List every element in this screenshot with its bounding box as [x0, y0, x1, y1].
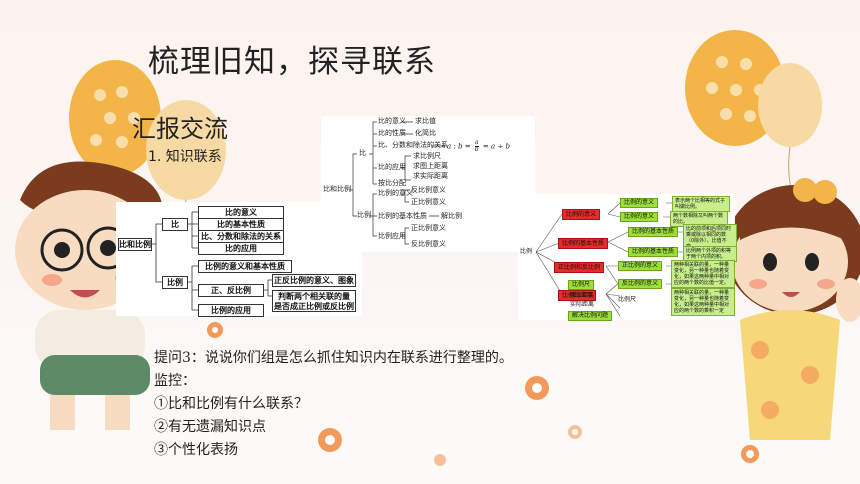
red-node: 比例的应用 [558, 290, 597, 301]
mind-map-node-line: 判断两个相关联的量 [278, 291, 350, 301]
formula-part: = a ÷ b [482, 142, 510, 151]
mind-map-node: 比 [162, 218, 188, 231]
mind-map-node: 求比值 [415, 117, 436, 125]
description-box: 两种相关联的量，一种量变化，另一种量也随着变化，如果这两种量中相对应的两个数的乘… [671, 288, 735, 316]
plain-node: 比例尺 [618, 296, 637, 303]
question-text: 提问3：说说你们组是怎么抓住知识内在联系进行整理的。 [154, 350, 513, 366]
mind-map-connectors [535, 202, 683, 317]
fraction: a b [474, 139, 479, 153]
ratio-formula: a : b = a b = a ÷ b [447, 140, 510, 153]
mind-map-node-line: 是否成正比例或反比例 [274, 301, 354, 311]
mind-map-node: 反比例意义 [411, 186, 446, 194]
mind-map-node: 比例的意义和基本性质 [198, 260, 292, 273]
formula-part: a : b = [447, 142, 471, 151]
description-box: 表示两个比相等的式子叫做比例。 [672, 196, 730, 212]
girl-illustration [725, 178, 860, 440]
mind-map-node: 比例的应用 [198, 304, 264, 317]
green-node: 比例的意义 [620, 212, 659, 222]
plain-node: 图上距离 [570, 292, 595, 299]
mind-map-root: 比和比例 [118, 238, 152, 251]
mind-map-node: 比例的基本性质 [378, 212, 427, 220]
mind-map-node: 求比例尺 [413, 152, 441, 160]
monitor-label: 监控： [154, 373, 196, 389]
plain-node: 实际距离 [570, 301, 595, 308]
mind-map-node: 比的应用 [198, 242, 284, 255]
mind-map-node: 正比例意义 [411, 198, 446, 206]
mind-map-card-1: 比和比例 比 比的意义 比的基本性质 比、分数和除法的关系 比的应用 比例 比例… [116, 202, 362, 317]
green-node: 比例的基本性质 [628, 247, 679, 257]
mind-map-node: 比 [359, 149, 366, 157]
balloon-icon [758, 63, 822, 201]
mind-map-node: 比例 [162, 276, 188, 289]
mind-map-root: 比例 [520, 248, 533, 255]
mind-map-node: 比的应用 [378, 163, 406, 171]
mind-map-root: 比和比例 [323, 185, 351, 193]
green-node: 比例的意义 [620, 198, 659, 208]
mind-map-node: 反比例意义 [411, 240, 446, 248]
mind-map-node: 化简比 [415, 129, 436, 137]
mind-map-node: 求实际距离 [413, 172, 448, 180]
mind-map-node: 比例 [357, 211, 371, 219]
red-node: 比例的意义 [562, 209, 601, 220]
green-node: 正比例的意义 [618, 261, 663, 271]
mind-map-node: 解比例 [441, 212, 462, 220]
green-node: 反比例的意义 [618, 279, 663, 289]
mind-map-node: 按比分配 [378, 179, 406, 187]
flower-icon [207, 322, 759, 466]
monitor-point: ①比和比例有什么联系？ [154, 396, 308, 412]
red-node: 比例的基本性质 [558, 238, 609, 249]
mind-map-connectors [349, 121, 445, 245]
red-node: 正比例和反比例 [554, 262, 605, 273]
section-label: 1. 知识联系 [148, 149, 222, 165]
fraction-denominator: b [474, 146, 479, 153]
mind-map-node: 判断两个相关联的量 是否成正比例或反比例 [272, 290, 356, 312]
mind-map-card-3: 比例 比例的意义 比例的基本性质 正比例和反比例 比例的应用 比例的意义 比例的… [518, 194, 737, 321]
green-node: 比例尺 [568, 280, 595, 290]
mind-map-node: 比、分数和除法的关系 [378, 141, 448, 149]
green-node: 解决比例问题 [568, 311, 613, 321]
slide-subtitle: 汇报交流 [132, 115, 228, 143]
mind-map-card-2: 比和比例 比 比的意义 求比值 比的性质 化简比 比、分数和除法的关系 a : … [321, 116, 535, 252]
mind-map-node: 比的意义 [378, 117, 406, 125]
monitor-point: ③个性化表扬 [154, 442, 238, 458]
mind-map-node: 正反比例的意义、图象 [272, 274, 356, 287]
mind-map-node: 比的性质 [378, 129, 406, 137]
mind-map-node: 比例应用 [378, 232, 406, 240]
mind-map-node: 求图上距离 [413, 162, 448, 170]
fraction-numerator: a [474, 139, 479, 147]
green-node: 比例的基本性质 [628, 227, 679, 237]
mind-map-node: 正、反比例 [198, 284, 264, 297]
monitor-point: ②有无遗漏知识点 [154, 419, 266, 435]
description-box: 两种相关联的量，一种量变化，另一种量也随着变化，如果这两种量中相对应的两个数的比… [671, 260, 735, 288]
mind-map-node: 比例的意义 [378, 189, 413, 197]
slide-title: 梳理旧知，探寻联系 [148, 44, 436, 80]
mind-map-node: 正比例意义 [411, 224, 446, 232]
mind-map-connectors [150, 211, 272, 311]
